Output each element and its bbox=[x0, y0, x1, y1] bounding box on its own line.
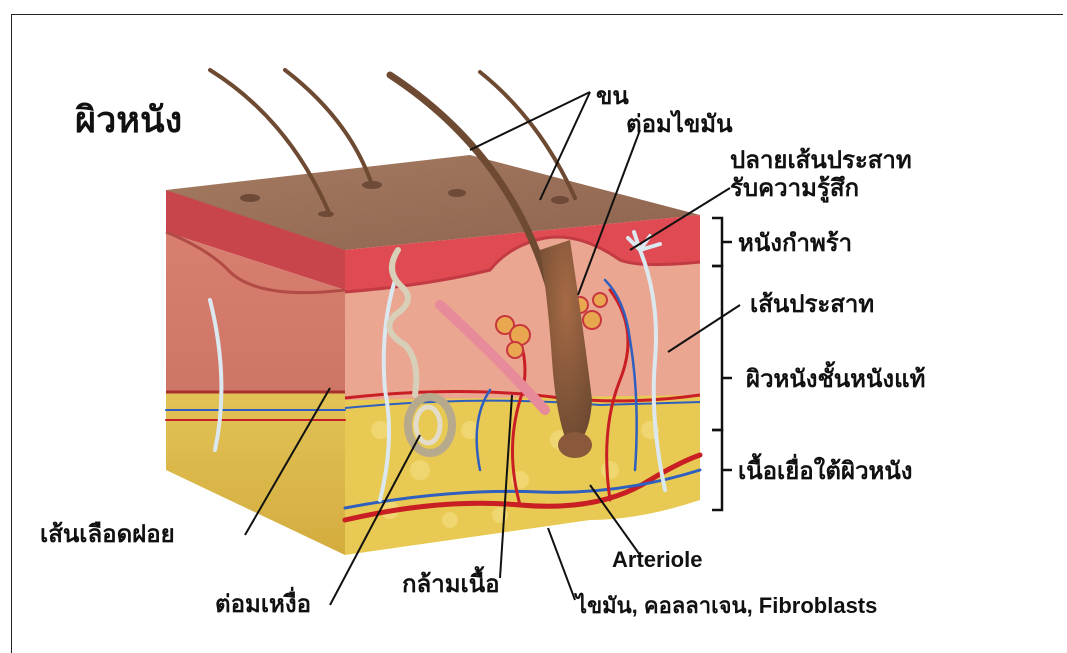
skin-block-side-face bbox=[166, 190, 345, 555]
label-fat-collagen-fibroblasts: ไขมัน, คอลลาเจน, Fibroblasts bbox=[574, 592, 877, 618]
label-hair: ขน bbox=[596, 82, 629, 110]
label-dermis: ผิวหนังชั้นหนังแท้ bbox=[746, 360, 925, 393]
layer-brackets bbox=[712, 218, 722, 510]
hair-bulb bbox=[558, 432, 592, 458]
label-nerve-ending-line1: ปลายเส้นประสาท bbox=[730, 146, 912, 174]
label-capillary: เส้นเลือดฝอย bbox=[40, 520, 175, 548]
label-nerve: เส้นประสาท bbox=[750, 290, 874, 318]
bracket-ticks bbox=[722, 242, 732, 470]
label-sweat-gland: ต่อมเหงื่อ bbox=[215, 586, 311, 618]
label-sebaceous-gland: ต่อมไขมัน bbox=[626, 109, 733, 138]
label-nerve-ending-line2: รับความรู้สึก bbox=[730, 174, 859, 203]
label-arteriole: Arteriole bbox=[612, 547, 702, 572]
diagram-title: ผิวหนัง bbox=[75, 100, 182, 141]
label-subcutaneous: เนื้อเยื่อใต้ผิวหนัง bbox=[738, 452, 913, 485]
label-epidermis: หนังกำพร้า bbox=[738, 229, 852, 257]
label-muscle: กล้ามเนื้อ bbox=[402, 565, 500, 598]
